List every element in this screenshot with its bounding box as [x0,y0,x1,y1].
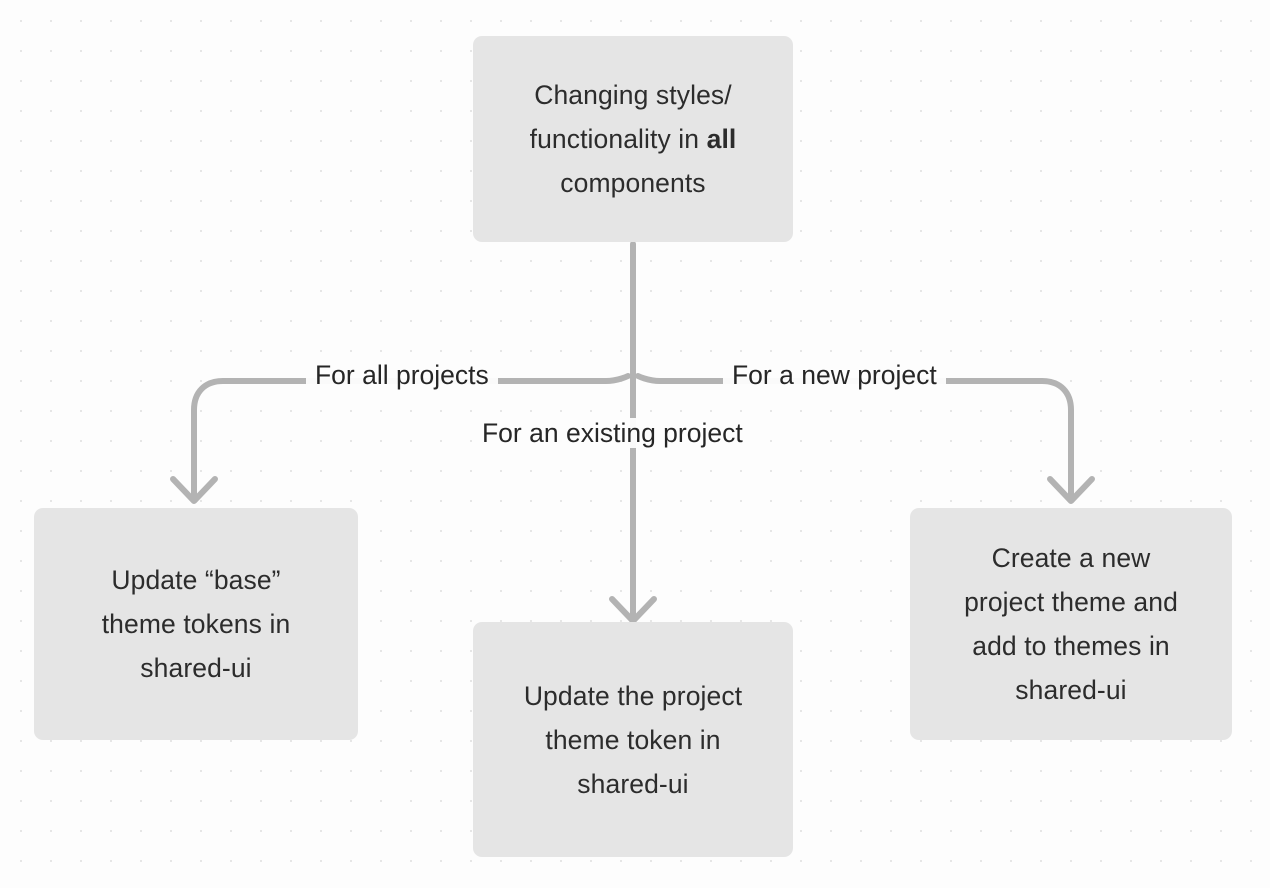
node-new-project[interactable]: Create a new project theme and add to th… [910,508,1232,740]
node-all-projects[interactable]: Update “base” theme tokens in shared-ui [34,508,358,740]
arrowhead-all-projects [170,476,218,504]
edge-label-for-an-existing-project: For an existing project [473,418,752,448]
edge-label-for-all-projects: For all projects [306,360,498,390]
node-root-line2-emphasis: all [706,124,737,154]
node-new-project-label: Create a new project theme and add to th… [964,543,1178,705]
node-root-line3: components [560,168,706,198]
node-root-line2-prefix: functionality in [529,124,707,154]
node-all-projects-label: Update “base” theme tokens in shared-ui [101,565,291,683]
node-root-line1: Changing styles/ [534,80,732,110]
arrowhead-existing-project [609,596,657,624]
arrowhead-new-project [1047,476,1095,504]
node-existing-project[interactable]: Update the project theme token in shared… [473,622,793,857]
edge-label-for-a-new-project: For a new project [723,360,946,390]
node-existing-project-label: Update the project theme token in shared… [523,680,743,799]
